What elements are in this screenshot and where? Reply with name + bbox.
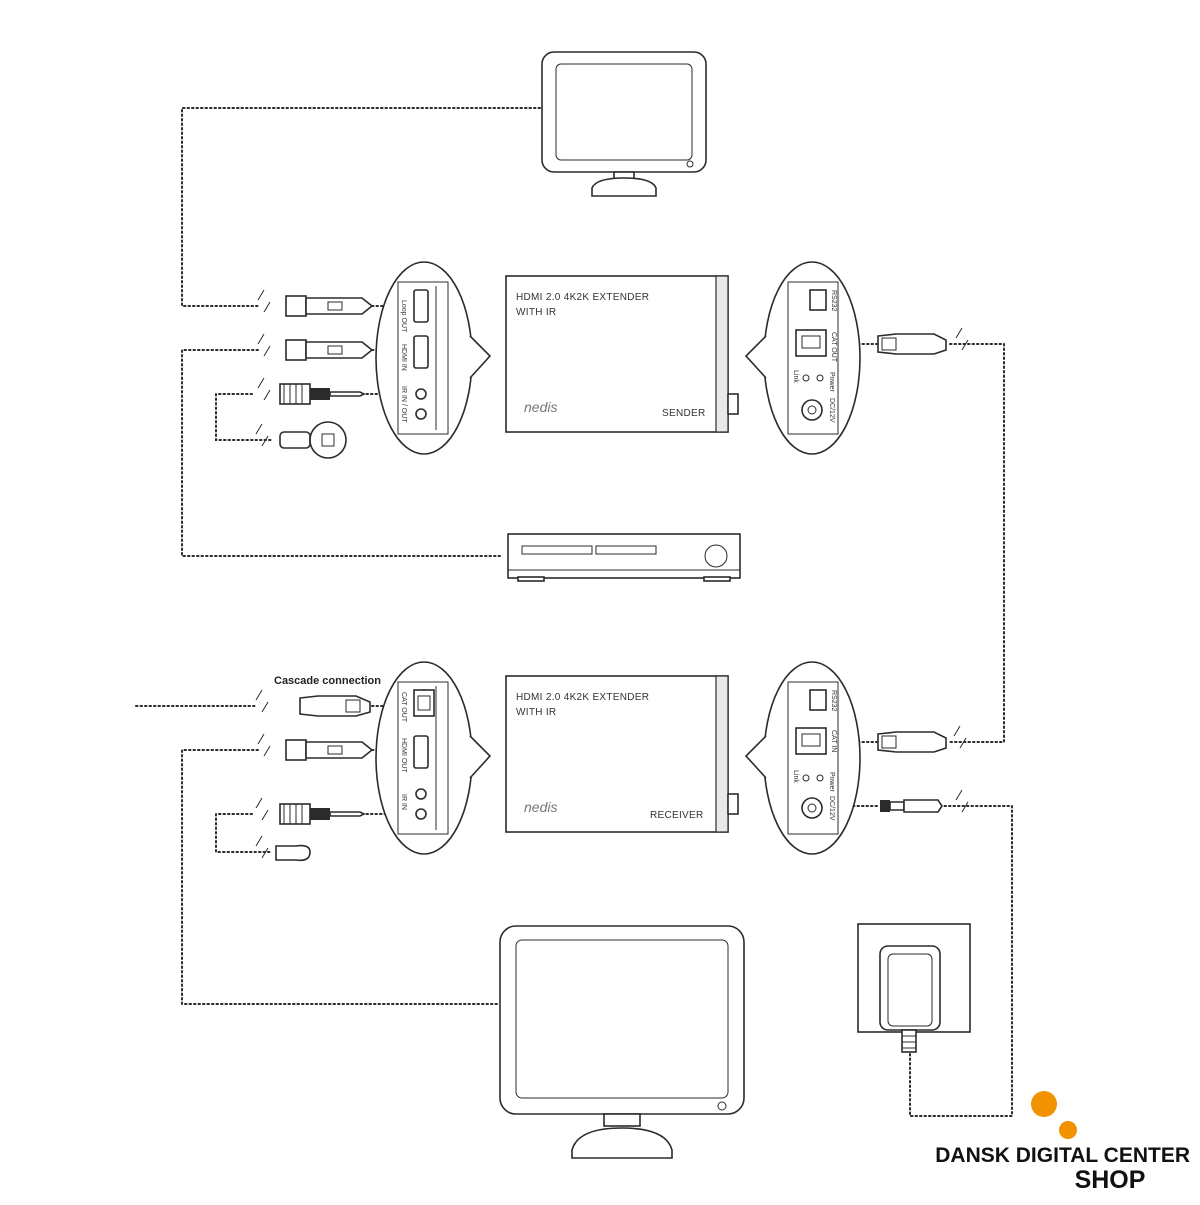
ir-sensor-icon [275,421,347,862]
bottom-monitor-icon [499,925,745,1159]
sender-title-line2: WITH IR [516,307,556,318]
receiver-role-label: RECEIVER [650,810,704,821]
sender-port-ir-in-out: IR IN / OUT [400,386,407,423]
receiver-port-link: Link [792,770,799,783]
cascade-connection-label: Cascade connection [274,675,381,687]
dvd-player-icon [507,533,741,582]
receiver-brand-logo: nedis [524,799,557,815]
sender-brand-logo: nedis [524,399,557,415]
sender-port-rs232: RS232 [830,290,837,312]
audio-jack-plug-icon [279,383,366,825]
sender-port-loop-out: Loop OUT [400,300,407,333]
sender-left-port-callout: Loop OUT HDMI IN IR IN / OUT [375,261,492,455]
sender-port-hdmi-in: HDMI IN [400,344,407,371]
logo-dot-small-icon [1059,1121,1077,1139]
dc-plug-icon [880,799,943,813]
receiver-port-dc12v: DC/12V [828,796,835,821]
logo-line2: SHOP [1075,1166,1146,1194]
logo-line1: DANSK DIGITAL CENTER [935,1144,1190,1167]
dansk-digital-center-logo: DANSK DIGITAL CENTER SHOP [935,1091,1190,1194]
receiver-right-port-callout: RS232 CAT IN Link Power DC/12V [744,661,861,855]
sender-port-dc12v: DC/12V [828,398,835,423]
sender-role-label: SENDER [662,408,705,419]
top-monitor-icon [541,51,707,197]
receiver-port-power: Power [828,772,835,793]
sender-right-port-callout: RS232 CAT OUT Link Power DC/12V [744,261,861,455]
cable-break-marks [255,289,969,859]
power-adapter-icon [857,923,971,1053]
receiver-title-line2: WITH IR [516,707,556,718]
sender-device: HDMI 2.0 4K2K EXTENDER WITH IR nedis SEN… [505,275,739,433]
receiver-port-ir-in: IR IN [400,794,407,810]
rj45-plug-icon [299,333,947,753]
receiver-port-hdmi-out: HDMI OUT [400,738,407,773]
receiver-device: HDMI 2.0 4K2K EXTENDER WITH IR nedis REC… [505,675,739,833]
receiver-left-port-callout: CAT OUT HDMI OUT IR IN [375,661,492,855]
receiver-port-cat-in: CAT IN [830,730,837,752]
sender-title-line1: HDMI 2.0 4K2K EXTENDER [516,292,649,303]
hdmi-plug-icon [285,295,374,761]
sender-port-cat-out: CAT OUT [830,332,837,363]
receiver-port-cat-out: CAT OUT [400,692,407,723]
sender-port-power: Power [828,372,835,393]
receiver-title-line1: HDMI 2.0 4K2K EXTENDER [516,692,649,703]
logo-dot-large-icon [1031,1091,1057,1117]
sender-port-link: Link [792,370,799,383]
receiver-port-rs232: RS232 [830,690,837,712]
